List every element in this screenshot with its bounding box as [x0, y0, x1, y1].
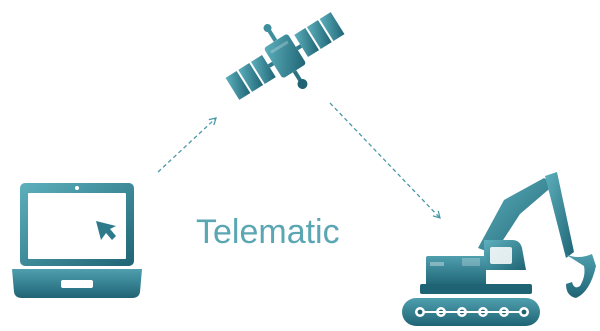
satellite-icon — [225, 12, 345, 100]
excavator-icon — [402, 172, 596, 326]
connector-satellite-to-excavator — [329, 102, 441, 219]
laptop-icon — [12, 183, 142, 298]
connector-laptop-to-satellite — [157, 117, 217, 173]
telematic-label: Telematic — [196, 213, 340, 251]
cursor-icon — [96, 221, 116, 240]
